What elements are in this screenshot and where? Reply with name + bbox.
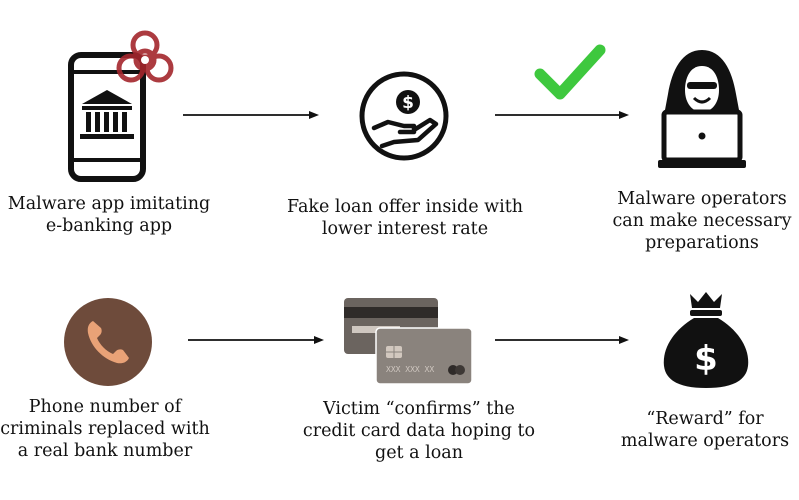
money-bag-icon: $	[660, 290, 752, 390]
biohazard-icon	[114, 28, 176, 86]
arrow-1	[183, 110, 319, 120]
credit-cards-icon: XXX XXX XX	[344, 298, 473, 386]
card-number-text: XXX XXX XX	[386, 365, 434, 374]
svg-text:$: $	[694, 339, 718, 379]
step-4-caption: Phone number of criminals replaced with …	[0, 397, 210, 461]
phone-bank-icon	[68, 52, 148, 184]
checkmark-icon	[534, 44, 606, 102]
hand-coin-icon: $	[358, 70, 450, 162]
hacker-laptop-icon	[654, 48, 750, 174]
step-3-caption: Malware operators can make necessary pre…	[612, 189, 792, 253]
arrow-3	[188, 335, 324, 345]
arrow-4	[495, 335, 629, 345]
step-1-caption: Malware app imitating e-banking app	[7, 194, 211, 236]
step-5-caption: Victim “confirms” the credit card data h…	[302, 399, 536, 463]
step-6-caption: “Reward” for malware operators	[620, 409, 790, 451]
step-2-caption: Fake loan offer inside with lower intere…	[286, 197, 523, 239]
phone-call-icon	[63, 297, 153, 387]
arrow-2	[495, 110, 629, 120]
svg-text:$: $	[402, 93, 414, 113]
